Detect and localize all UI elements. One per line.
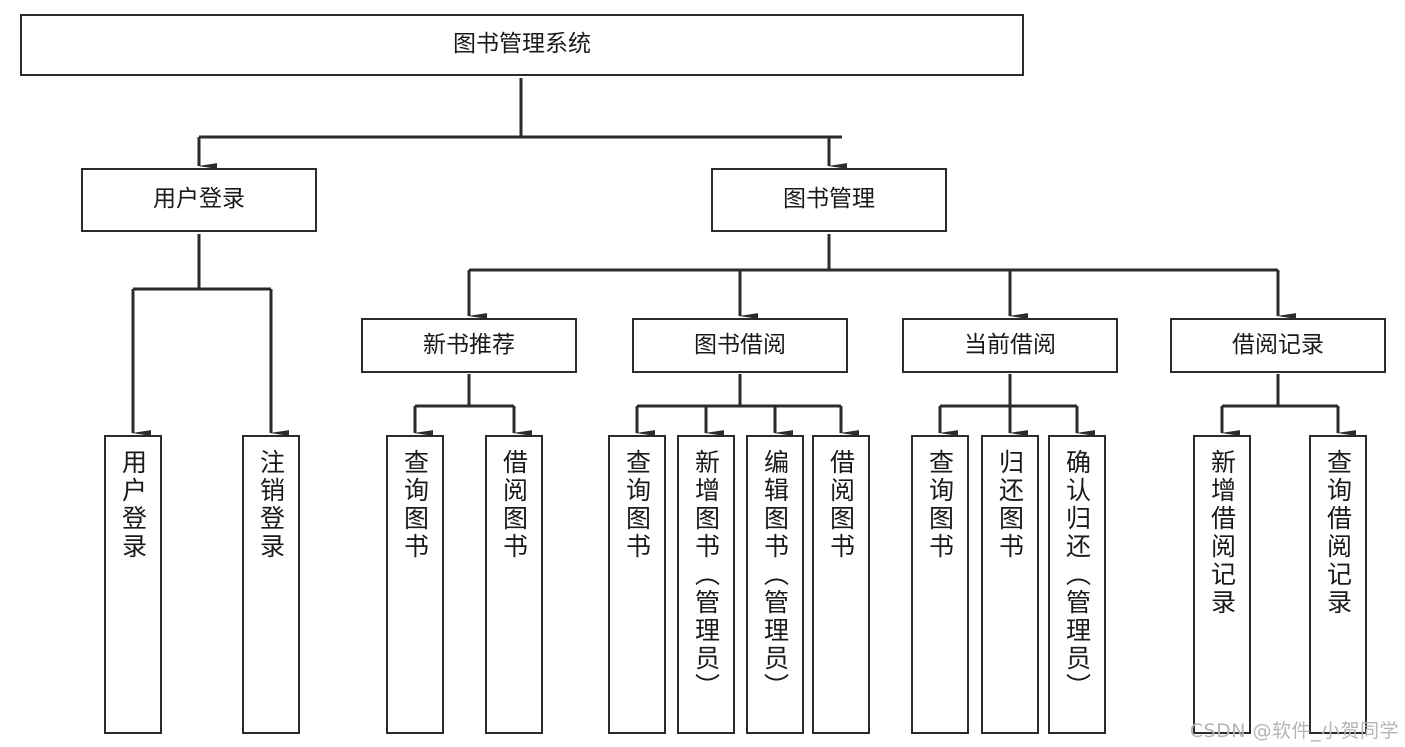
leaf-query-record[interactable]: 查询借阅记录 [1309, 435, 1367, 734]
leaf-edit-book[interactable]: 编辑图书（管理员） [746, 435, 804, 734]
node-label: 图书管理 [783, 186, 875, 213]
csdn-watermark: CSDN @软件_小贺同学 [1189, 720, 1399, 742]
node-label: 注销登录 [256, 449, 286, 561]
leaf-add-book[interactable]: 新增图书（管理员） [677, 435, 735, 734]
node-new-book-recommend[interactable]: 新书推荐 [361, 318, 577, 373]
node-book-borrow[interactable]: 图书借阅 [632, 318, 848, 373]
node-book-management[interactable]: 图书管理 [711, 168, 947, 232]
node-label: 查询图书 [925, 449, 955, 561]
node-label: 图书借阅 [694, 331, 786, 358]
node-label: 新增借阅记录 [1207, 449, 1237, 617]
leaf-borrow-book-2[interactable]: 借阅图书 [812, 435, 870, 734]
node-label: 当前借阅 [964, 331, 1056, 358]
node-label: 用户登录 [153, 186, 245, 213]
leaf-add-record[interactable]: 新增借阅记录 [1193, 435, 1251, 734]
node-label: 查询图书 [400, 449, 430, 561]
leaf-query-book-1[interactable]: 查询图书 [386, 435, 444, 734]
node-root-system[interactable]: 图书管理系统 [20, 14, 1024, 76]
node-label: 借阅记录 [1232, 331, 1324, 358]
node-label: 归还图书 [995, 449, 1025, 561]
leaf-return-book[interactable]: 归还图书 [981, 435, 1039, 734]
node-label: 借阅图书 [826, 449, 856, 561]
node-borrow-record[interactable]: 借阅记录 [1170, 318, 1386, 373]
node-label: 确认归还（管理员） [1062, 449, 1092, 701]
node-label: 新书推荐 [423, 331, 515, 358]
leaf-query-book-2[interactable]: 查询图书 [608, 435, 666, 734]
node-label: 用户登录 [118, 449, 148, 561]
leaf-borrow-book-1[interactable]: 借阅图书 [485, 435, 543, 734]
node-label: 新增图书（管理员） [691, 449, 721, 701]
leaf-logout[interactable]: 注销登录 [242, 435, 300, 734]
node-label: 借阅图书 [499, 449, 529, 561]
node-label: 查询借阅记录 [1323, 449, 1353, 617]
node-label: 图书管理系统 [453, 31, 591, 58]
leaf-user-login[interactable]: 用户登录 [104, 435, 162, 734]
leaf-confirm-return[interactable]: 确认归还（管理员） [1048, 435, 1106, 734]
node-user-login[interactable]: 用户登录 [81, 168, 317, 232]
leaf-query-book-3[interactable]: 查询图书 [911, 435, 969, 734]
node-label: 查询图书 [622, 449, 652, 561]
node-label: 编辑图书（管理员） [760, 449, 790, 701]
node-current-borrow[interactable]: 当前借阅 [902, 318, 1118, 373]
